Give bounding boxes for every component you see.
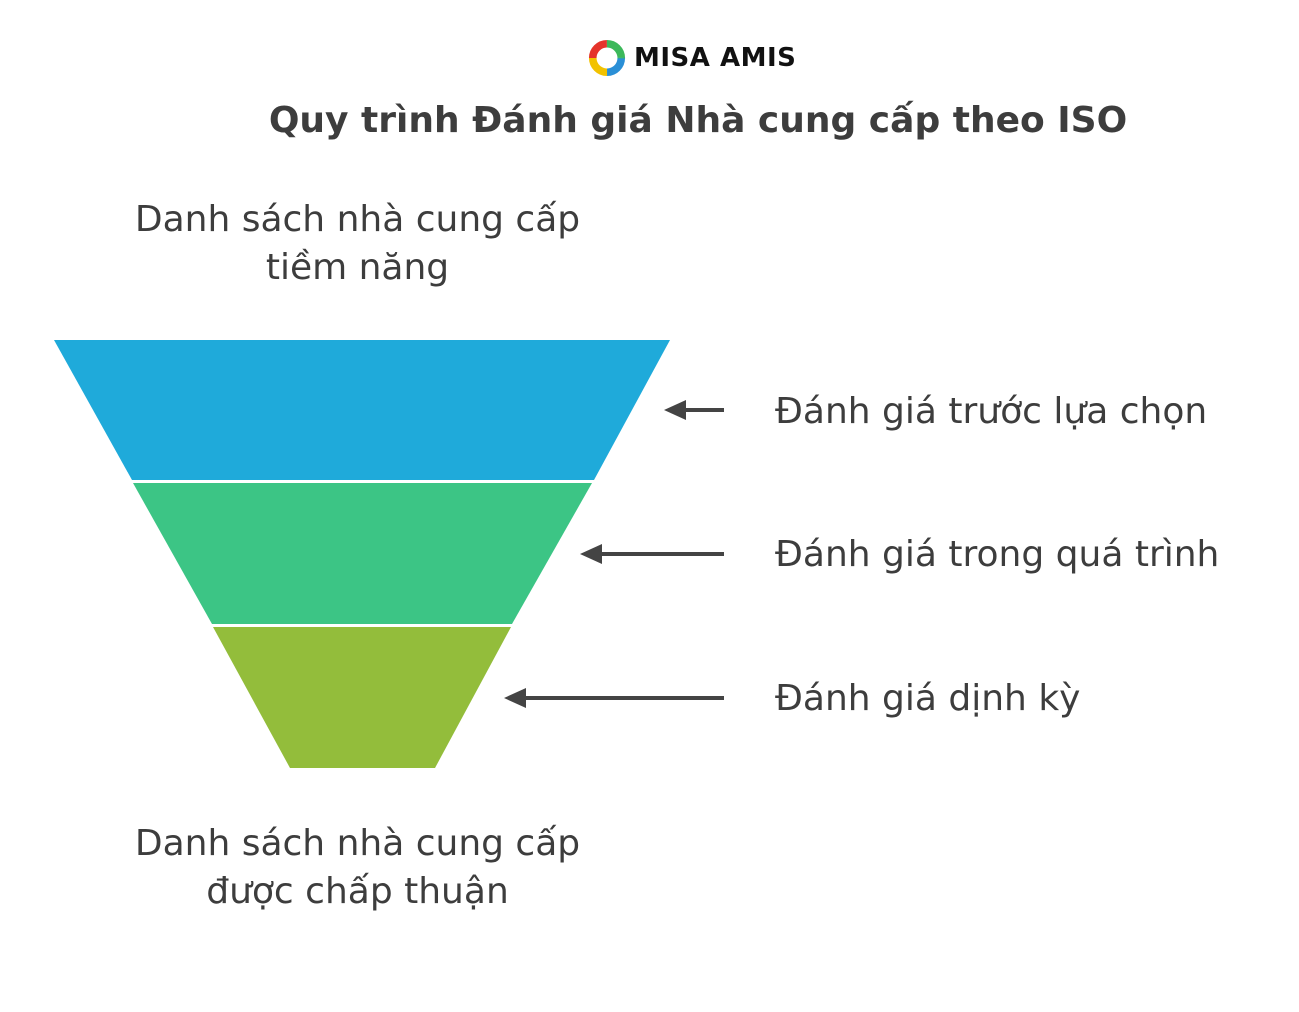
funnel-bottom-caption: Danh sách nhà cung cấp được chấp thuận [60, 820, 655, 916]
brand-logo: MISA AMIS [588, 38, 796, 78]
bottom-caption-line-2: được chấp thuận [206, 871, 509, 912]
funnel-top-caption: Danh sách nhà cung cấp tiềm năng [60, 196, 655, 292]
funnel-stage-3 [213, 627, 511, 768]
brand-name: MISA AMIS [634, 43, 797, 73]
arrow-stage-2 [580, 544, 724, 564]
stage-label-in-process: Đánh giá trong quá trình [775, 534, 1220, 575]
misa-logo-icon [588, 39, 626, 77]
arrow-stage-1 [664, 400, 724, 420]
stage-label-periodic: Đánh giá dịnh kỳ [775, 678, 1081, 719]
arrow-stage-3 [504, 688, 724, 708]
bottom-caption-line-1: Danh sách nhà cung cấp [134, 823, 581, 864]
top-caption-line-1: Danh sách nhà cung cấp [134, 199, 581, 240]
stage-label-pre-selection: Đánh giá trước lựa chọn [775, 391, 1208, 432]
funnel-stage-2 [133, 483, 592, 624]
funnel-stage-1 [54, 340, 670, 480]
top-caption-line-2: tiềm năng [265, 247, 450, 288]
diagram-title: Quy trình Đánh giá Nhà cung cấp theo ISO [268, 100, 1128, 141]
